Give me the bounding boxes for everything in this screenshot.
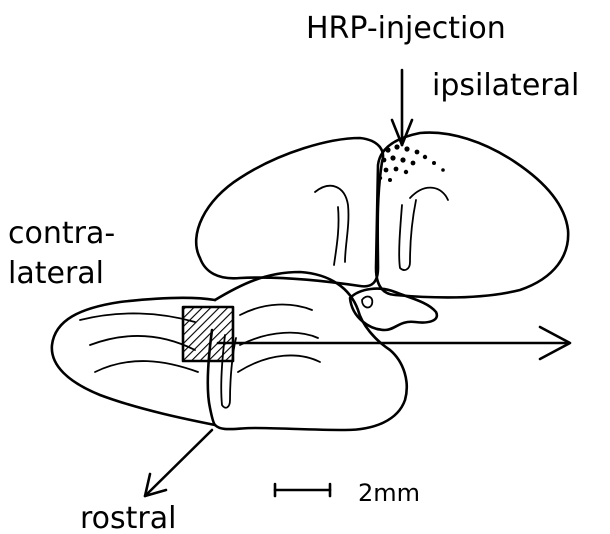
ipsilateral-label: ipsilateral xyxy=(432,68,579,103)
upper-right-lobe-outline xyxy=(376,133,568,298)
contralateral-label-line1: contra- xyxy=(8,216,115,251)
lower-right-fold-1 xyxy=(240,305,312,315)
contralateral-label-line2: lateral xyxy=(8,256,104,291)
upper-section xyxy=(196,133,568,298)
upper-left-fold-inner xyxy=(334,207,339,265)
injection-dots xyxy=(378,144,445,182)
hrp-injection-label: HRP-injection xyxy=(306,11,506,46)
rostral-label: rostral xyxy=(80,501,176,534)
lower-left-fold-2 xyxy=(90,336,195,350)
scale-label: 2mm xyxy=(358,479,420,507)
injection-arrow xyxy=(392,70,412,145)
scale-bar xyxy=(275,484,330,496)
upper-right-fold-inner xyxy=(399,200,416,270)
lower-right-fold-3 xyxy=(238,355,320,372)
upper-left-lobe-outline xyxy=(196,138,383,286)
lower-left-fold-1 xyxy=(80,313,195,322)
lower-left-fold-3 xyxy=(95,361,198,372)
lower-right-lobe-outline xyxy=(215,272,407,430)
labeled-region-hatch xyxy=(183,307,233,361)
tissue-fragment-hole xyxy=(362,297,372,308)
rostral-arrow xyxy=(145,430,212,496)
upper-left-fold xyxy=(315,186,348,262)
upper-right-fold xyxy=(410,188,448,200)
